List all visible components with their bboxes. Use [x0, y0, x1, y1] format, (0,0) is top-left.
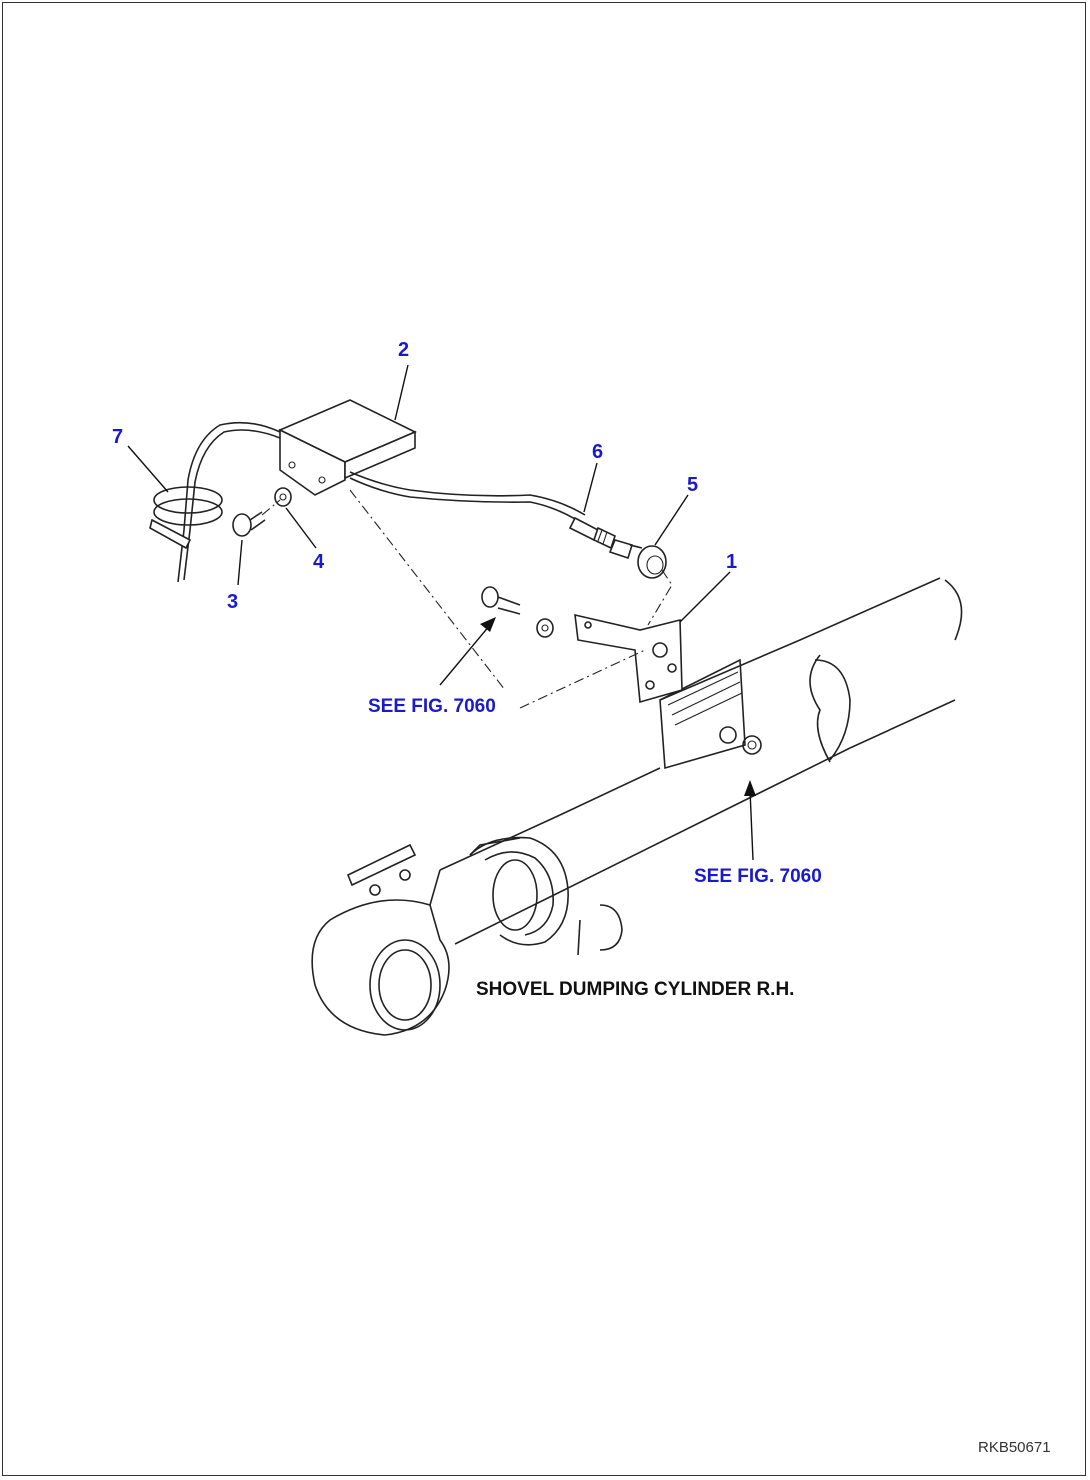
bracket-part — [574, 613, 683, 704]
cylinder-caption: SHOVEL DUMPING CYLINDER R.H. — [476, 979, 794, 1000]
see-fig-reference-lower: SEE FIG. 7060 — [694, 866, 822, 887]
bolt-and-washer-3-4 — [232, 487, 292, 537]
callout-leaders — [127, 364, 731, 623]
arrow-head-lower — [744, 780, 756, 796]
controller-box — [278, 399, 417, 496]
callout-2: 2 — [398, 339, 409, 361]
arrow-head-upper — [480, 617, 496, 632]
callout-5: 5 — [687, 474, 698, 496]
see-fig-reference-upper: SEE FIG. 7060 — [368, 696, 496, 717]
reference-arrows — [439, 617, 756, 861]
callout-7: 7 — [112, 426, 123, 448]
cylinder-drawing — [311, 577, 963, 1036]
callout-3: 3 — [227, 591, 238, 613]
assembly-centerlines — [261, 489, 673, 709]
harness-to-clamp — [149, 421, 281, 583]
callout-6: 6 — [592, 441, 603, 463]
drawing-code: RKB50671 — [978, 1439, 1051, 1456]
callout-4: 4 — [313, 551, 325, 573]
callout-1: 1 — [726, 551, 737, 573]
harness-cable — [349, 471, 667, 579]
bolt-washer-part — [481, 586, 554, 638]
